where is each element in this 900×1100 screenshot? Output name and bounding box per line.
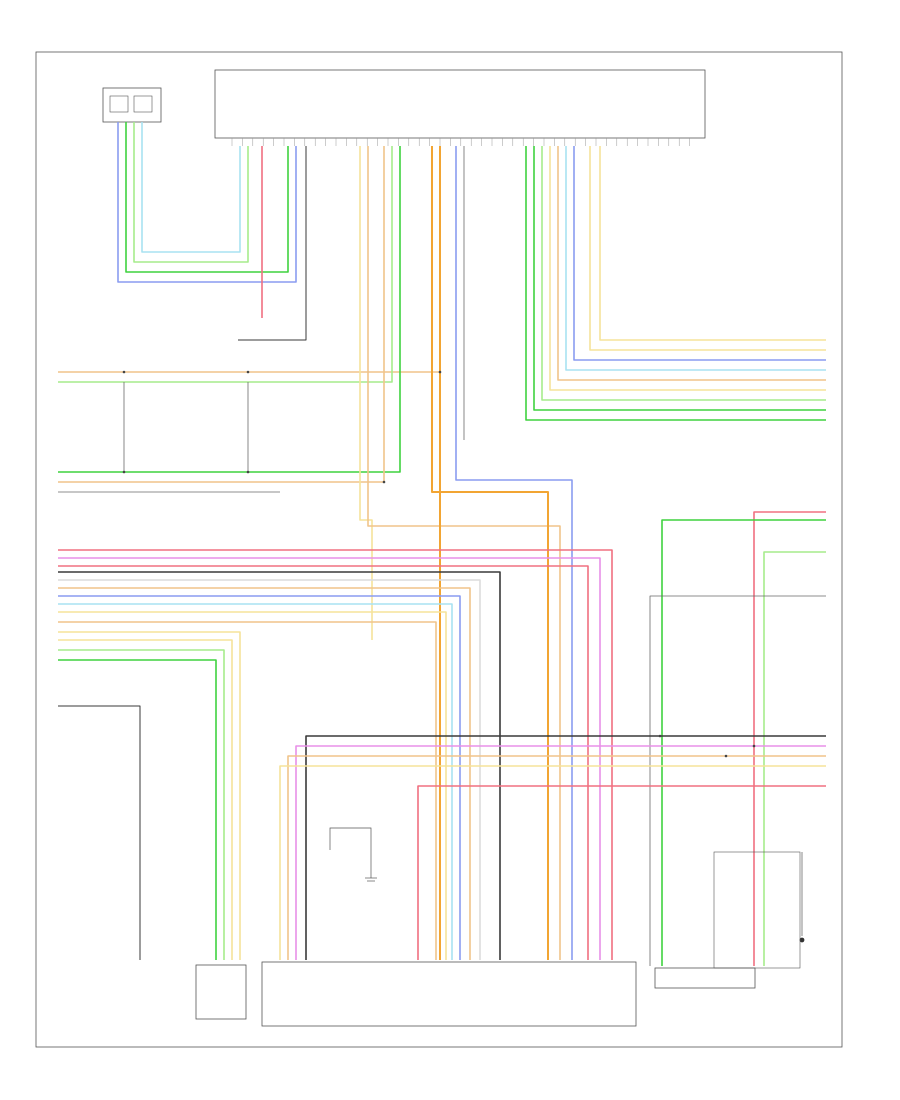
diagram-frame xyxy=(35,51,843,1048)
wire-tl-green1 xyxy=(125,122,289,273)
wire-l-tan2 xyxy=(58,621,437,960)
splice-dot xyxy=(122,470,126,474)
wire-r-blue xyxy=(573,146,826,361)
wire-h-lgreen1 xyxy=(58,146,393,383)
bottom-center-module xyxy=(261,961,637,1027)
wire-r-yellow xyxy=(549,146,826,391)
wire-h-tan1 xyxy=(58,146,441,373)
wire-h-tan2 xyxy=(58,146,385,483)
wire-l-yellow xyxy=(58,611,447,960)
wire-r-yellow2 xyxy=(589,146,826,351)
wire-b-pink xyxy=(295,745,826,960)
center-small-box xyxy=(329,827,372,850)
wire-l-red xyxy=(58,549,613,960)
wire-l-pink xyxy=(58,557,601,960)
wire-tl-lgreen xyxy=(133,122,249,263)
wire-r-lgreen xyxy=(541,146,826,401)
wire-l-green xyxy=(58,659,217,960)
top-left-connector xyxy=(102,87,162,123)
splice-dot xyxy=(246,470,250,474)
top-module xyxy=(214,69,706,146)
wire-l-black2 xyxy=(58,705,141,960)
wire-l-white xyxy=(58,579,481,960)
wire-l-yellow3 xyxy=(58,639,233,960)
wire-l-lgreen xyxy=(58,649,225,960)
wire-r-green2 xyxy=(533,146,826,411)
wire-l-lblue xyxy=(58,603,453,960)
wire-tl-blue xyxy=(117,122,297,283)
wire-rr-lgreen xyxy=(763,551,826,966)
splice-group xyxy=(122,370,756,758)
wire-rr-red xyxy=(753,511,826,966)
splice-dot xyxy=(122,370,126,374)
splice-dot xyxy=(246,370,250,374)
splice-dot xyxy=(382,480,386,484)
wire-r-tan xyxy=(557,146,826,381)
wire-tl-lblue xyxy=(141,122,241,253)
wire-rr-gray xyxy=(649,595,826,966)
bottom-left-module xyxy=(195,964,247,1020)
wire-c-orange xyxy=(431,146,549,960)
wire-b-tan xyxy=(287,755,826,960)
wire-l-tan xyxy=(58,587,471,960)
ground-symbol-left xyxy=(365,850,377,882)
wire-b-black xyxy=(305,735,826,960)
wire-group xyxy=(58,122,826,966)
ground-symbol-right xyxy=(799,852,805,943)
splice-dot xyxy=(752,744,756,748)
wire-l-blue xyxy=(58,595,461,960)
wire-l-black xyxy=(58,571,501,960)
splice-dot xyxy=(438,370,442,374)
wire-l-yellow2 xyxy=(58,631,241,960)
wire-r-yellow3 xyxy=(599,146,826,341)
wire-c-tan3 xyxy=(367,146,561,960)
ground-symbols xyxy=(365,850,805,943)
top-module-pins xyxy=(231,138,690,146)
wire-c-blue2 xyxy=(455,146,573,960)
wire-r-lblue xyxy=(565,146,826,371)
wire-b-yellow xyxy=(279,765,826,960)
splice-dot xyxy=(724,754,728,758)
splice-dot xyxy=(658,734,662,738)
wire-l-red2 xyxy=(58,565,589,960)
wire-b-red xyxy=(417,785,826,960)
bottom-right-module xyxy=(654,851,801,989)
wire-rr-green xyxy=(661,519,826,966)
wire-black-top xyxy=(238,146,307,341)
wire-h-green2 xyxy=(58,146,401,473)
wire-r-green1 xyxy=(525,146,826,421)
